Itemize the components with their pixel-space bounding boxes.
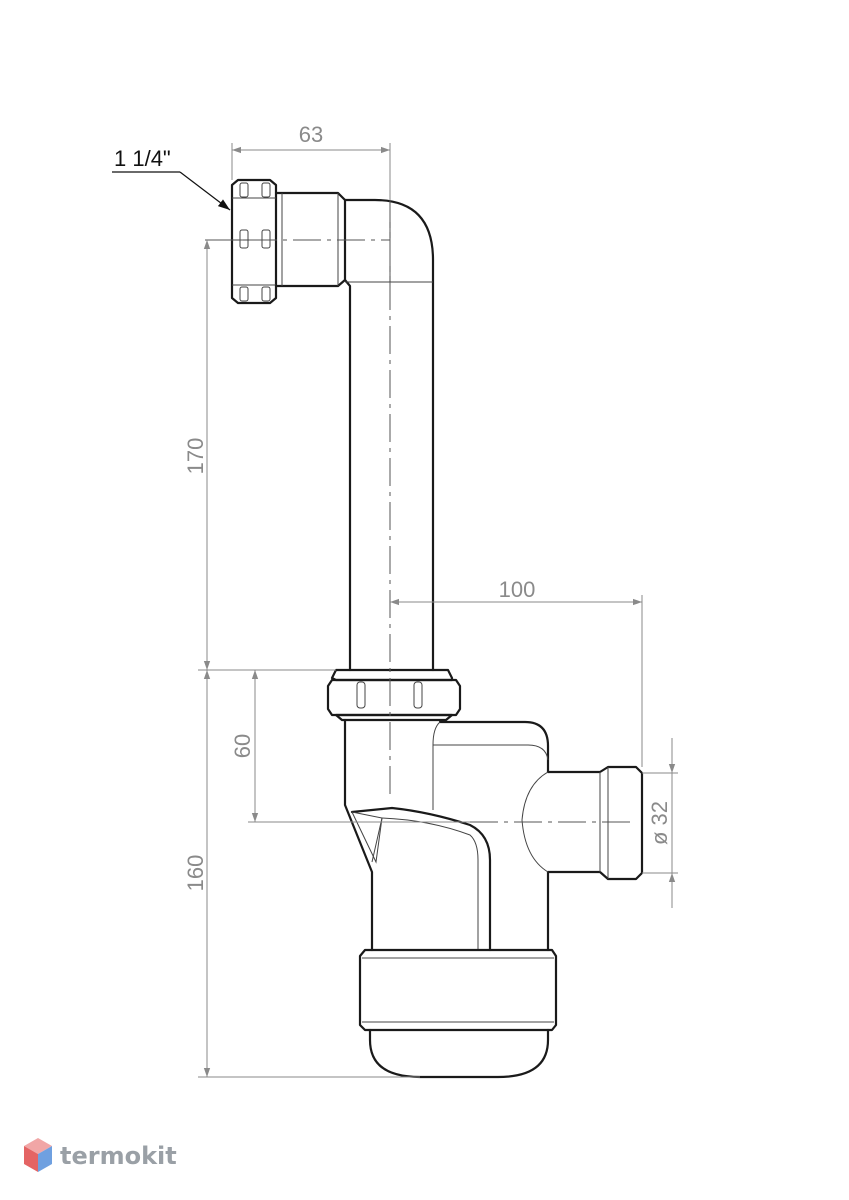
inlet-nut xyxy=(230,178,278,305)
dimension-100: 100 xyxy=(499,577,536,602)
dimension-lines xyxy=(203,146,676,1077)
brand-name: termokit xyxy=(60,1142,177,1170)
brand-logo: termokit xyxy=(24,1138,177,1172)
side-outlet xyxy=(521,765,644,881)
cube-icon xyxy=(24,1138,52,1172)
vertical-pipe-elbow xyxy=(343,198,435,672)
dimension-diameter-32: ø 32 xyxy=(647,801,672,845)
extension-lines xyxy=(198,143,678,1078)
middle-union-nut xyxy=(326,668,462,722)
bottom-cup xyxy=(358,948,558,1079)
center-lines xyxy=(205,150,630,823)
trap-body xyxy=(343,718,550,952)
thread-size-label: 1 1/4" xyxy=(114,146,171,171)
dimension-60: 60 xyxy=(230,734,255,758)
thread-leader xyxy=(112,171,231,211)
dimension-170: 170 xyxy=(183,438,208,475)
dimension-160: 160 xyxy=(183,855,208,892)
dimension-63: 63 xyxy=(299,122,323,147)
